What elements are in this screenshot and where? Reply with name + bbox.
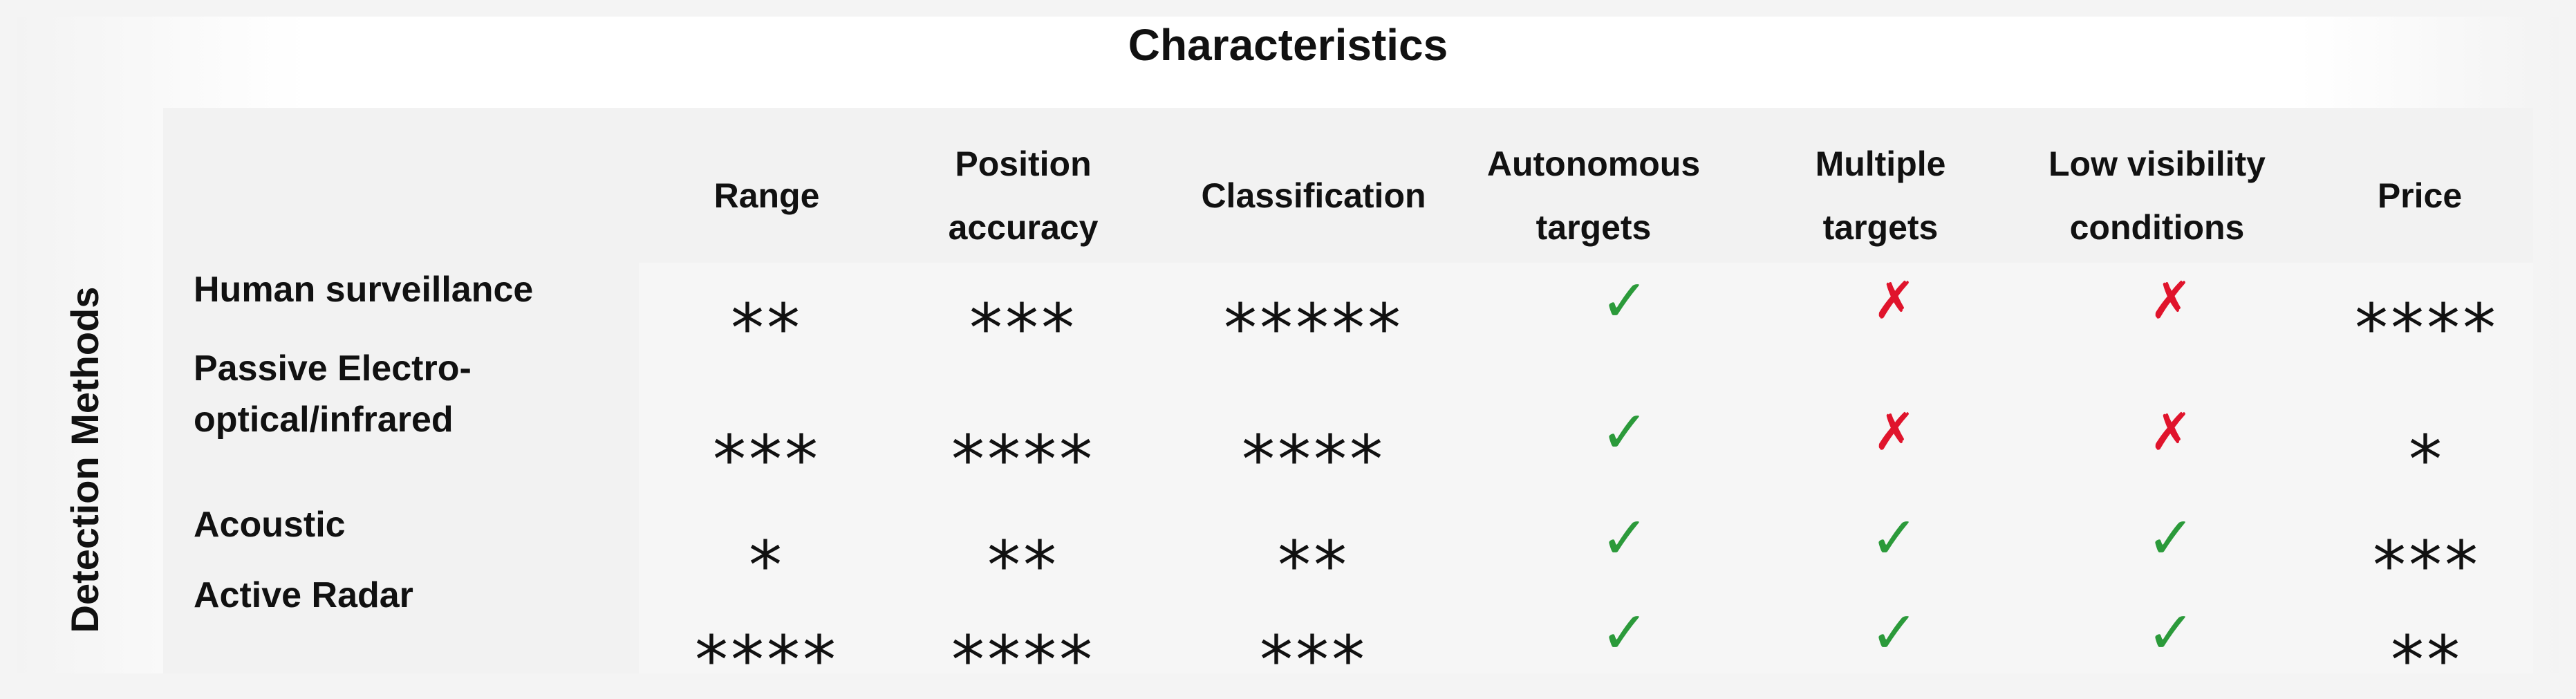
cell-acoustic-position: ** — [987, 527, 1059, 604]
row-label-acoustic: Acoustic — [194, 505, 346, 545]
cross-icon: ✗ — [1872, 271, 1916, 330]
col-header-price: Price — [2377, 176, 2463, 215]
col-header-position-accuracy: Position accuracy — [948, 145, 1099, 247]
values-area — [639, 263, 2533, 673]
col-header-multiple-targets: Multiple targets — [1815, 145, 1946, 247]
cell-acoustic-classification: ** — [1278, 527, 1350, 604]
table-title: Characteristics — [1128, 20, 1448, 70]
check-icon: ✓ — [1600, 398, 1650, 466]
cell-passive-position: **** — [951, 421, 1095, 498]
cell-human-position: *** — [969, 290, 1077, 367]
row-label-passive-eo-ir: Passive Electro-optical/infrared — [194, 348, 472, 440]
col-header-autonomous-targets: Autonomous targets — [1486, 145, 1701, 247]
check-icon: ✓ — [1600, 599, 1650, 667]
cross-icon: ✗ — [2149, 271, 2192, 330]
cell-human-range: ** — [731, 290, 803, 367]
cell-acoustic-price: *** — [2373, 527, 2481, 604]
cell-human-classification: ***** — [1224, 290, 1403, 367]
cell-passive-classification: **** — [1242, 421, 1385, 498]
cell-radar-position: **** — [951, 622, 1095, 699]
cross-icon: ✗ — [2149, 402, 2192, 462]
check-icon: ✓ — [1600, 267, 1650, 335]
col-header-classification: Classification — [1201, 176, 1426, 215]
check-icon: ✓ — [1869, 504, 1919, 572]
cell-radar-range: **** — [695, 622, 839, 699]
cross-icon: ✗ — [1872, 402, 1916, 462]
check-icon: ✓ — [2146, 504, 2196, 572]
cell-human-price: **** — [2355, 290, 2499, 367]
cell-radar-price: ** — [2391, 622, 2463, 699]
check-icon: ✓ — [1869, 599, 1919, 667]
row-label-human-surveillance: Human surveillance — [194, 270, 534, 310]
row-label-active-radar: Active Radar — [194, 575, 413, 615]
cell-radar-classification: *** — [1260, 622, 1368, 699]
check-icon: ✓ — [1600, 504, 1650, 572]
detection-methods-label: Detection Methods — [63, 286, 106, 633]
check-icon: ✓ — [2146, 599, 2196, 667]
cell-acoustic-range: * — [749, 527, 785, 604]
cell-passive-price: * — [2409, 421, 2445, 498]
cell-passive-range: *** — [713, 421, 821, 498]
col-header-range: Range — [713, 176, 820, 215]
col-header-low-visibility: Low visibility conditions — [2048, 145, 2266, 247]
